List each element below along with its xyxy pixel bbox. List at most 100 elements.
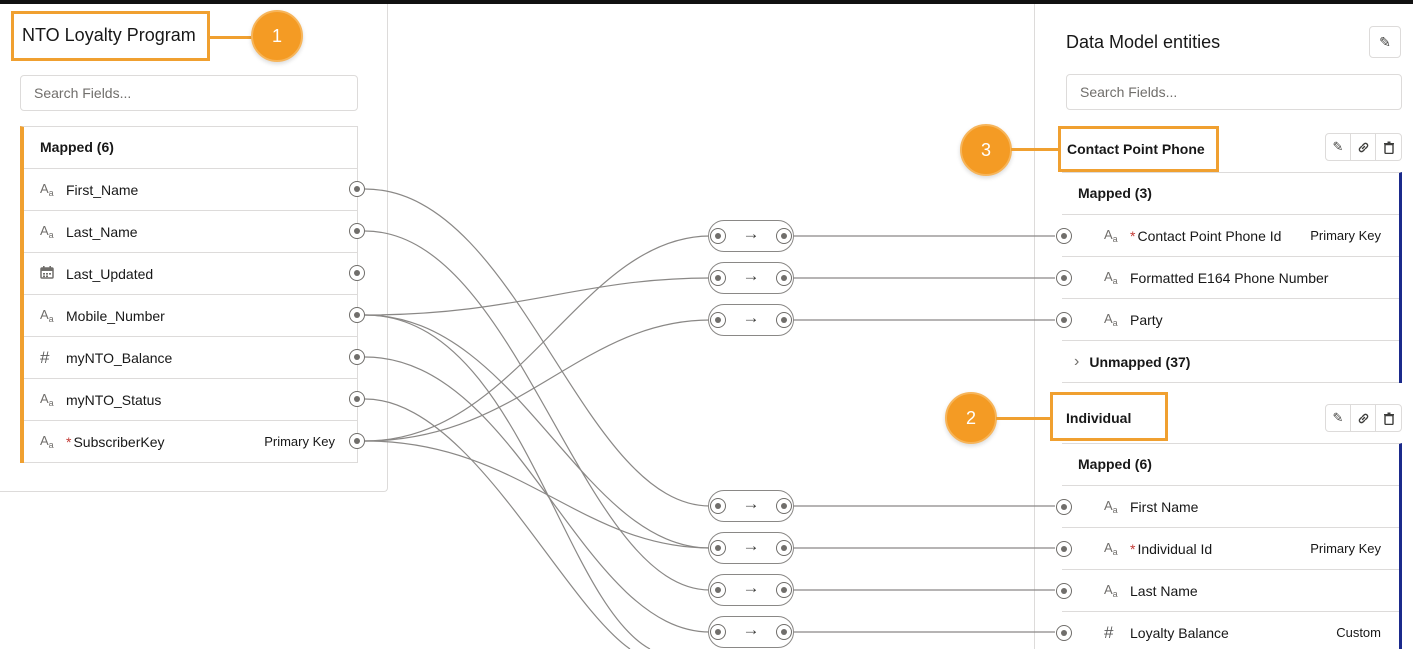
target-field-row[interactable]: Aa *Individual Id Primary Key [1056,528,1399,570]
text-type-icon: Aa [1104,498,1118,515]
transform-node[interactable]: → [708,532,794,564]
target-field-row[interactable]: Aa First Name [1056,486,1399,528]
target-connector-dot[interactable] [1056,625,1072,641]
source-field-row[interactable]: Aa *SubscriberKey Primary Key [24,421,357,463]
target-panel [1034,4,1413,649]
source-title: NTO Loyalty Program [11,11,210,61]
target-search-input[interactable] [1066,74,1402,110]
target-title: Data Model entities [1066,32,1221,52]
arrow-right-icon: → [742,620,760,639]
text-type-icon: Aa [40,223,54,240]
target-field-row[interactable]: Aa *Contact Point Phone Id Primary Key [1056,215,1399,257]
primary-key-tag: Primary Key [1310,541,1381,556]
text-type-icon: Aa [1104,540,1118,557]
source-field-label: Mobile_Number [66,307,165,324]
transform-input-dot[interactable] [710,540,726,556]
target-field-label: *Contact Point Phone Id [1130,228,1310,244]
required-marker: * [1130,227,1136,244]
unmapped-section-toggle[interactable]: › Unmapped (37) [1062,341,1399,383]
required-marker: * [1130,540,1136,557]
number-type-icon: # [1104,622,1114,642]
transform-input-dot[interactable] [710,498,726,514]
source-connector-dot[interactable] [349,181,365,197]
source-connector-dot[interactable] [349,223,365,239]
target-mapped-header: Mapped (6) [1062,444,1399,486]
number-type-icon: # [40,347,50,367]
source-field-row[interactable]: Aa myNTO_Status [24,379,357,421]
text-type-icon: Aa [1104,582,1118,599]
target-connector-dot[interactable] [1056,270,1072,286]
source-connector-dot[interactable] [349,307,365,323]
transform-output-dot[interactable] [776,312,792,328]
link-icon[interactable] [1351,405,1376,431]
source-field-label: Last_Updated [66,265,154,282]
primary-key-tag: Primary Key [264,434,335,449]
chevron-right-icon: › [1074,352,1080,370]
callout-2-badge: 2 [945,392,997,444]
source-field-row[interactable]: Aa Last_Name [24,211,357,253]
source-connector-dot[interactable] [349,433,365,449]
transform-output-dot[interactable] [776,270,792,286]
callout-1-badge: 1 [251,10,303,62]
target-field-list-contact-point-phone: Mapped (3) Aa *Contact Point Phone Id Pr… [1056,172,1402,383]
transform-output-dot[interactable] [776,540,792,556]
custom-tag: Custom [1336,625,1381,640]
transform-output-dot[interactable] [776,498,792,514]
target-connector-dot[interactable] [1056,228,1072,244]
callout-2-connector [996,417,1051,420]
pencil-icon[interactable]: ✎ [1326,405,1351,431]
transform-input-dot[interactable] [710,228,726,244]
target-field-row[interactable]: Aa Formatted E164 Phone Number [1056,257,1399,299]
transform-input-dot[interactable] [710,582,726,598]
transform-input-dot[interactable] [710,624,726,640]
pencil-icon[interactable]: ✎ [1326,134,1351,160]
transform-input-dot[interactable] [710,312,726,328]
target-field-row[interactable]: Aa Party [1056,299,1399,341]
source-field-label: Last_Name [66,223,138,240]
source-field-row[interactable]: # myNTO_Balance [24,337,357,379]
target-mapped-header: Mapped (3) [1062,173,1399,215]
trash-icon[interactable] [1376,405,1401,431]
transform-output-dot[interactable] [776,582,792,598]
transform-input-dot[interactable] [710,270,726,286]
target-connector-dot[interactable] [1056,541,1072,557]
target-field-row[interactable]: # Loyalty Balance Custom [1056,612,1399,649]
link-icon[interactable] [1351,134,1376,160]
transform-node[interactable]: → [708,262,794,294]
transform-node[interactable]: → [708,304,794,336]
primary-key-tag: Primary Key [1310,228,1381,243]
source-connector-dot[interactable] [349,391,365,407]
transform-node[interactable]: → [708,490,794,522]
transform-node[interactable]: → [708,574,794,606]
target-field-row[interactable]: Aa Last Name [1056,570,1399,612]
source-field-label: *SubscriberKey [66,434,264,450]
pencil-icon: ✎ [1379,33,1391,50]
date-type-icon [40,265,66,282]
text-type-icon: Aa [40,391,54,408]
source-field-row[interactable]: Aa Mobile_Number [24,295,357,337]
source-field-row[interactable]: Last_Updated [24,253,357,295]
target-connector-dot[interactable] [1056,499,1072,515]
source-field-name: SubscriberKey [73,433,165,450]
transform-node[interactable]: → [708,616,794,648]
target-field-label: Loyalty Balance [1130,624,1229,641]
unmapped-header: Unmapped (37) [1089,353,1191,370]
source-connector-dot[interactable] [349,265,365,281]
transform-node[interactable]: → [708,220,794,252]
source-field-row[interactable]: Aa First_Name [24,169,357,211]
target-field-label: *Individual Id [1130,541,1310,557]
source-connector-dot[interactable] [349,349,365,365]
trash-icon[interactable] [1376,134,1401,160]
source-field-label: myNTO_Balance [66,349,173,366]
target-field-label: First Name [1130,498,1199,515]
source-search-input[interactable] [20,75,358,111]
text-type-icon: Aa [40,307,54,324]
required-marker: * [66,433,72,450]
edit-entities-button[interactable]: ✎ [1369,26,1401,58]
transform-output-dot[interactable] [776,228,792,244]
top-bar [0,0,1413,4]
target-connector-dot[interactable] [1056,312,1072,328]
transform-output-dot[interactable] [776,624,792,640]
target-connector-dot[interactable] [1056,583,1072,599]
text-type-icon: Aa [40,433,54,450]
